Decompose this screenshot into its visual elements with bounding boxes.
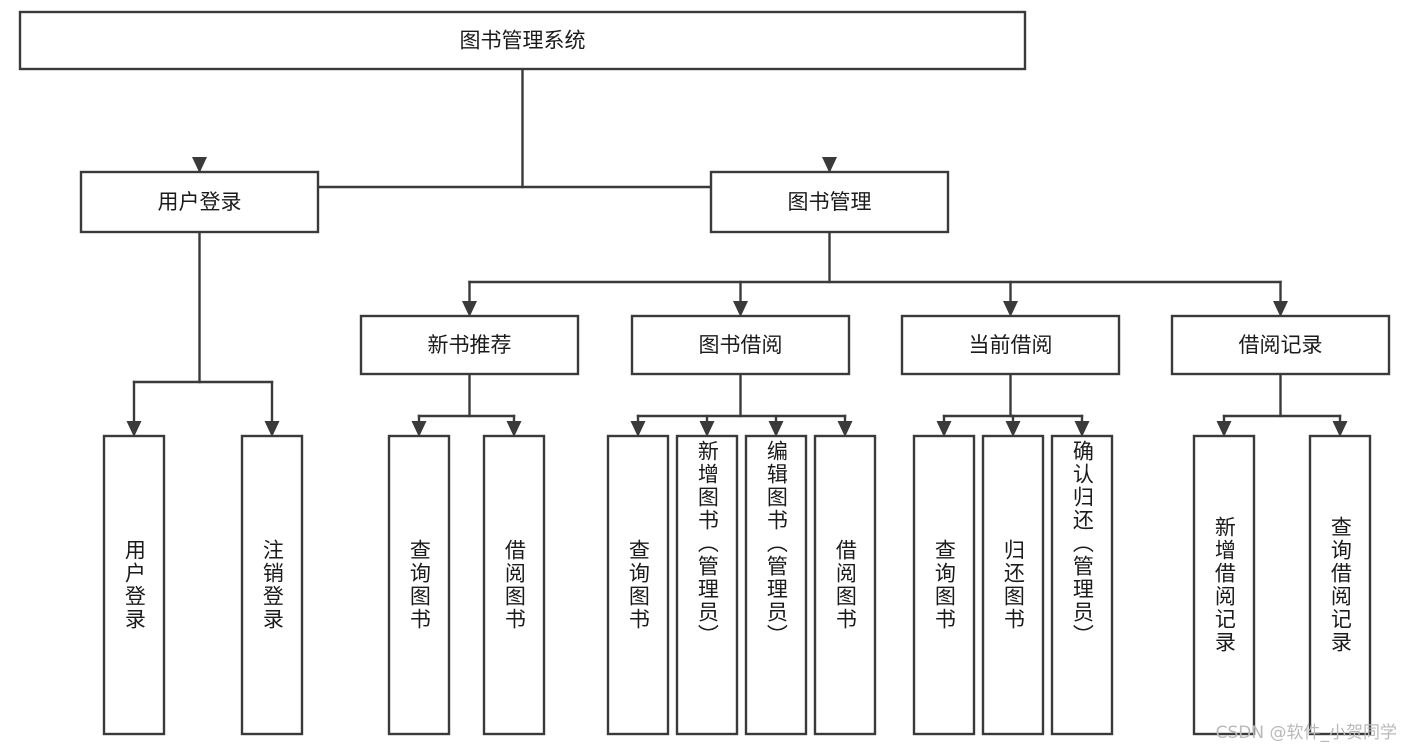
node-box-leaf-return-book[interactable] (981, 434, 1045, 736)
csdn-watermark: CSDN @软件_小贺同学 (1215, 723, 1397, 743)
node-label-login: 用户登录 (158, 190, 242, 214)
node-box-login[interactable] (79, 170, 320, 234)
node-label-records: 借阅记录 (1239, 333, 1323, 357)
node-box-leaf-query-record[interactable] (1308, 434, 1372, 736)
node-label-newbook: 新书推荐 (428, 333, 512, 357)
node-label-bookmgmt: 图书管理 (788, 190, 872, 214)
edge-layer (126, 67, 1348, 437)
node-box-leaf-logout[interactable] (240, 434, 304, 736)
arrow-head-leaf-add-record (1216, 421, 1232, 437)
node-label-root: 图书管理系统 (460, 29, 586, 53)
arrow-head-newbook (462, 301, 477, 317)
node-box-leaf-borrow-book-2[interactable] (813, 434, 877, 736)
arrow-head-records (1273, 301, 1288, 317)
node-box-root[interactable] (18, 10, 1027, 71)
node-box-leaf-borrow-book-1[interactable] (482, 434, 546, 736)
arrow-head-leaf-borrow-book-1 (506, 421, 522, 437)
arrow-head-leaf-add-book (699, 421, 715, 437)
arrow-head-leaf-user-login (126, 421, 142, 437)
node-box-leaf-add-book[interactable] (675, 434, 739, 736)
arrow-head-leaf-logout (264, 421, 280, 437)
arrow-head-login (192, 157, 207, 173)
node-box-newbook[interactable] (359, 314, 580, 376)
arrow-head-bookmgmt (822, 157, 837, 173)
arrow-head-leaf-confirm-return (1074, 421, 1090, 437)
arrow-head-leaf-query-record (1332, 421, 1348, 437)
node-box-bookmgmt[interactable] (709, 170, 950, 234)
node-box-records[interactable] (1170, 314, 1391, 376)
node-box-leaf-edit-book[interactable] (744, 434, 808, 736)
node-box-leaf-query-book-3[interactable] (912, 434, 976, 736)
arrow-head-leaf-borrow-book-2 (837, 421, 853, 437)
node-box-current[interactable] (900, 314, 1121, 376)
node-box-leaf-query-book-1[interactable] (387, 434, 451, 736)
arrow-head-current (1003, 301, 1018, 317)
node-label-current: 当前借阅 (969, 333, 1053, 357)
node-box-leaf-add-record[interactable] (1192, 434, 1256, 736)
node-box-borrow[interactable] (630, 314, 851, 376)
arrow-head-leaf-query-book-1 (411, 421, 427, 437)
arrow-head-leaf-return-book (1005, 421, 1021, 437)
node-box-leaf-query-book-2[interactable] (606, 434, 670, 736)
node-box-leaf-confirm-return[interactable] (1050, 434, 1114, 736)
arrow-head-leaf-edit-book (768, 421, 784, 437)
node-box-leaf-user-login[interactable] (102, 434, 166, 736)
arrow-head-leaf-query-book-2 (630, 421, 646, 437)
arrow-head-leaf-query-book-3 (936, 421, 952, 437)
node-label-borrow: 图书借阅 (699, 333, 783, 357)
arrow-head-borrow (733, 301, 748, 317)
